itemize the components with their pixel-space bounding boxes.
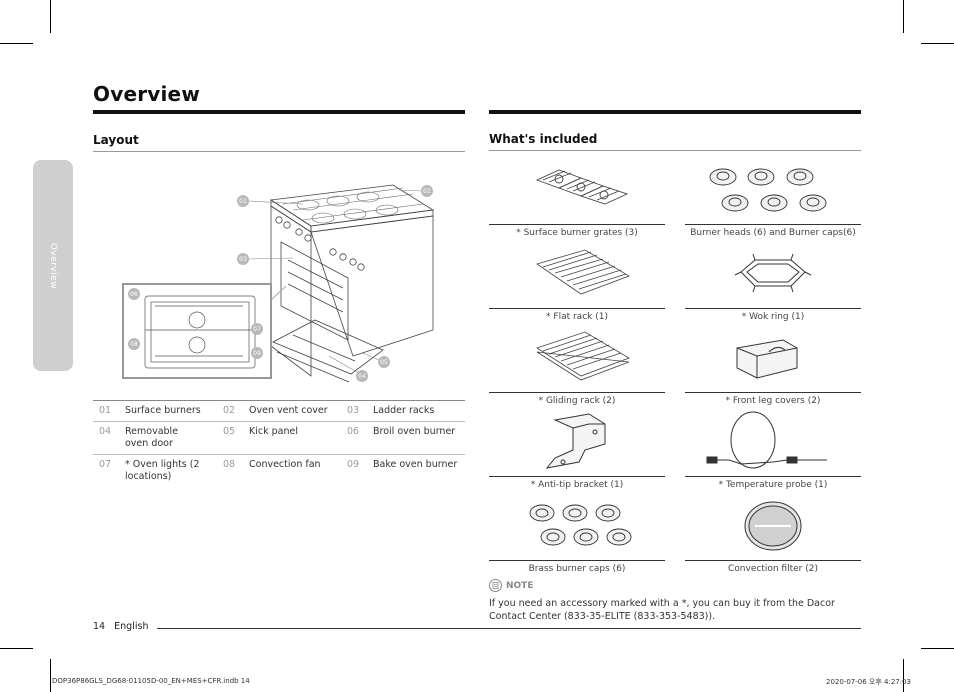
included-item: Brass burner caps (6): [489, 494, 665, 578]
part-07: 07* Oven lights (2 locations): [99, 459, 200, 482]
range-illustration: [269, 184, 435, 383]
callout-03: 03: [237, 253, 249, 265]
included-item: Burner heads (6) and Burner caps(6): [685, 158, 861, 242]
page-number: 14: [93, 621, 106, 632]
included-item-label: * Surface burner grates (3): [489, 224, 665, 238]
crop-mark: [0, 648, 33, 649]
flat-rack-icon: [536, 249, 630, 295]
callout-05: 05: [378, 356, 390, 368]
crop-mark: [0, 43, 33, 44]
crop-mark: [903, 0, 904, 33]
brass-caps-icon: [529, 504, 632, 546]
page-title: Overview: [93, 82, 201, 106]
title-rule-left: [93, 110, 465, 114]
crop-mark: [50, 0, 51, 33]
crop-mark: [921, 648, 954, 649]
note-heading: NOTE: [489, 579, 533, 592]
side-tab: Overview: [33, 160, 73, 371]
temperature-probe-icon: [706, 411, 827, 469]
svg-text:08: 08: [130, 341, 138, 348]
svg-text:02: 02: [423, 188, 431, 195]
included-item-label: Brass burner caps (6): [489, 560, 665, 574]
included-item: * Front leg covers (2): [685, 326, 861, 410]
anti-tip-bracket-icon: [545, 413, 606, 469]
side-tab-label: Overview: [48, 242, 58, 289]
gliding-rack-icon: [536, 331, 630, 381]
footer-language: English: [114, 621, 149, 632]
included-item: * Gliding rack (2): [489, 326, 665, 410]
grates-icon: [535, 169, 629, 205]
included-item: * Temperature probe (1): [685, 410, 861, 494]
crop-mark: [921, 43, 954, 44]
callout-06: 06: [128, 288, 140, 300]
svg-text:06: 06: [130, 291, 138, 298]
print-timestamp: 2020-07-06 오후 4:27:03: [826, 678, 911, 686]
page-footer: 14 English: [93, 621, 148, 632]
included-item-label: * Gliding rack (2): [489, 392, 665, 406]
note-text: If you need an accessory marked with a *…: [489, 598, 835, 622]
included-item: * Wok ring (1): [685, 242, 861, 326]
crop-mark: [903, 659, 904, 692]
callout-07: 07: [251, 323, 263, 335]
svg-text:09: 09: [253, 350, 261, 357]
included-item-label: * Flat rack (1): [489, 308, 665, 322]
leg-cover-icon: [736, 339, 798, 379]
svg-text:07: 07: [253, 326, 261, 333]
title-rule-right: [489, 110, 861, 114]
included-item-label: * Wok ring (1): [685, 308, 861, 322]
print-file-meta: DOP36P86GLS_DG68-01105D-00_EN+MES+CFR.in…: [52, 677, 250, 685]
note-label: NOTE: [506, 580, 534, 591]
included-item-label: Burner heads (6) and Burner caps(6): [685, 224, 861, 238]
wok-ring-icon: [734, 253, 812, 293]
included-heading: What's included: [489, 132, 598, 146]
callout-02: 02: [421, 185, 433, 197]
included-item: Convection filter (2): [685, 494, 861, 578]
callout-08: 08: [128, 338, 140, 350]
included-item-label: * Temperature probe (1): [685, 476, 861, 490]
range-diagram: 01 02 03 04 05 06 07 08 09: [122, 184, 435, 383]
included-item-label: * Front leg covers (2): [685, 392, 861, 406]
convection-filter-icon: [744, 501, 802, 551]
included-heading-rule: [489, 150, 861, 151]
included-item: * Flat rack (1): [489, 242, 665, 326]
svg-text:01: 01: [239, 198, 247, 205]
included-item-label: Convection filter (2): [685, 560, 861, 574]
callout-01: 01: [237, 195, 249, 207]
callout-09: 09: [251, 347, 263, 359]
svg-text:03: 03: [239, 256, 247, 263]
burner-heads-icon: [709, 168, 827, 212]
footer-rule: [157, 628, 861, 629]
note-icon: [489, 579, 502, 592]
svg-text:05: 05: [380, 359, 388, 366]
included-item-label: * Anti-tip bracket (1): [489, 476, 665, 490]
layout-heading: Layout: [93, 133, 139, 147]
layout-heading-rule: [93, 151, 465, 152]
svg-text:04: 04: [358, 373, 366, 380]
included-item: * Anti-tip bracket (1): [489, 410, 665, 494]
callout-04: 04: [356, 370, 368, 382]
crop-mark: [50, 659, 51, 692]
included-item: * Surface burner grates (3): [489, 158, 665, 242]
